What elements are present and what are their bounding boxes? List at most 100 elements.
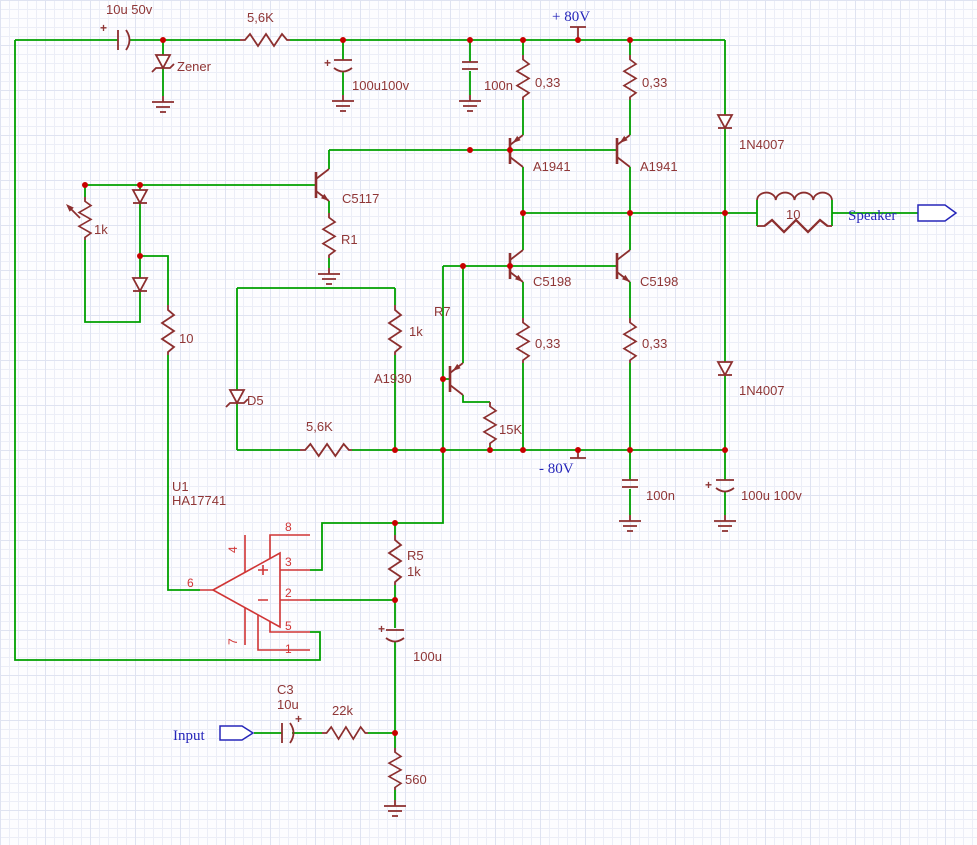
cap-input-10u50v[interactable]	[117, 29, 131, 51]
label-res-033-tl: 0,33	[535, 75, 560, 90]
label-r15k: 15K	[499, 422, 522, 437]
label-vplus: + 80V	[552, 9, 590, 25]
resistor-22k[interactable]	[321, 726, 369, 740]
label-neg-cap-large: 100u 100v	[741, 488, 802, 503]
resistor-15k[interactable]	[483, 401, 497, 447]
label-fb-cap: 100u	[413, 649, 442, 664]
label-r-mid-val: 1k	[409, 324, 423, 339]
label-r-mid-ref: R7	[434, 304, 451, 319]
plus-neg-cap: +	[705, 478, 712, 492]
label-r5-val: 1k	[407, 564, 421, 579]
cap-100u100v-bottom[interactable]	[715, 479, 735, 493]
transistor-a1930[interactable]	[450, 363, 463, 395]
label-r1: R1	[341, 232, 358, 247]
label-filter-cap-large: 100u100v	[352, 78, 410, 93]
transistor-c5117[interactable]	[316, 169, 329, 201]
label-a1930: A1930	[374, 371, 412, 386]
label-speaker: Speaker	[848, 208, 896, 224]
ground-560	[383, 799, 407, 817]
cap-100n-top[interactable]	[461, 61, 479, 70]
plus-input-cap: +	[100, 21, 107, 35]
resistor-r5[interactable]	[388, 534, 402, 586]
label-r5-ref: R5	[407, 548, 424, 563]
label-a1941-right: A1941	[640, 159, 678, 174]
label-zener: Zener	[177, 59, 212, 74]
zener-diode[interactable]	[151, 54, 175, 73]
plus-fb-cap: +	[378, 622, 385, 636]
label-pin1: 1	[285, 642, 292, 656]
plus-filter-cap: +	[324, 56, 331, 70]
label-1n4007-top: 1N4007	[739, 137, 785, 152]
opamp-plus-minus	[258, 565, 268, 601]
ground-cap100n	[458, 94, 482, 112]
transistor-a1941-right[interactable]	[617, 135, 630, 167]
cap-100u100v-top	[333, 59, 353, 73]
resistor-10-left[interactable]	[161, 304, 175, 356]
label-r22k: 22k	[332, 703, 353, 718]
input-port[interactable]	[219, 725, 255, 741]
label-r56k-mid: 5,6K	[306, 419, 333, 434]
label-vminus: - 80V	[539, 461, 574, 477]
diode-1n4007-top[interactable]	[717, 114, 733, 129]
label-a1941-left: A1941	[533, 159, 571, 174]
opamp-triangle[interactable]	[211, 551, 281, 629]
resistor-5-6k-top[interactable]	[239, 33, 291, 47]
speaker-port[interactable]	[917, 204, 958, 222]
ground-zener	[151, 95, 175, 113]
output-inductor[interactable]	[756, 191, 833, 201]
label-c5117: C5117	[342, 191, 379, 206]
label-pot: 1k	[94, 222, 108, 237]
potentiometer-1k[interactable]	[78, 196, 92, 241]
opamp-pin-leads	[200, 534, 310, 651]
label-output-network: 10	[786, 207, 800, 222]
label-c3-val: 10u	[277, 697, 299, 712]
label-1n4007-bottom: 1N4007	[739, 383, 785, 398]
label-c5198-left: C5198	[533, 274, 571, 289]
diode-d5[interactable]	[225, 389, 249, 408]
label-pin4: 4	[226, 546, 240, 553]
resistor-0-33-bottom-right[interactable]	[623, 317, 637, 364]
cap-c3-10u[interactable]	[281, 722, 295, 744]
transistor-c5198-right[interactable]	[617, 250, 630, 282]
resistor-1k-mid[interactable]	[388, 304, 402, 356]
label-pin5: 5	[285, 619, 292, 633]
ground-cap100u	[331, 94, 355, 112]
resistor-560[interactable]	[388, 747, 402, 791]
label-c3-ref: C3	[277, 682, 294, 697]
resistor-0-33-bottom-left[interactable]	[516, 317, 530, 364]
label-u1-ref: U1	[172, 479, 189, 494]
resistor-0-33-top-left[interactable]	[516, 54, 530, 101]
resistor-r1[interactable]	[322, 212, 336, 259]
cap-feedback-100u[interactable]	[385, 629, 405, 643]
label-pin6: 6	[187, 576, 194, 590]
cap-100n-bottom[interactable]	[621, 479, 639, 488]
ground-100n-bottom	[618, 514, 642, 532]
label-u1-part: HA17741	[172, 493, 226, 508]
label-res-033-tr: 0,33	[642, 75, 667, 90]
label-pin2: 2	[285, 586, 292, 600]
label-series-resistor: 5,6K	[247, 10, 274, 25]
label-neg-cap-small: 100n	[646, 488, 675, 503]
label-res-033-bl: 0,33	[535, 336, 560, 351]
resistor-5-6k-mid[interactable]	[299, 443, 353, 457]
bias-diode-2[interactable]	[132, 277, 148, 292]
label-res-033-br: 0,33	[642, 336, 667, 351]
diode-1n4007-bottom[interactable]	[717, 361, 733, 376]
bias-diode-1[interactable]	[132, 189, 148, 204]
label-pin8: 8	[285, 520, 292, 534]
label-pin3: 3	[285, 555, 292, 569]
label-input-port: Input	[173, 728, 205, 744]
resistor-0-33-top-right[interactable]	[623, 54, 637, 101]
label-d5: D5	[247, 393, 264, 408]
label-input-cap: 10u 50v	[106, 2, 153, 17]
label-filter-cap-small: 100n	[484, 78, 513, 93]
ground-100u-bottom	[713, 514, 737, 532]
label-r560: 560	[405, 772, 427, 787]
plus-c3: +	[295, 712, 302, 726]
label-pin7: 7	[226, 638, 240, 645]
junction-dots	[82, 37, 728, 736]
pot-wiper-arrow[interactable]	[66, 204, 81, 219]
opamp-ha17741[interactable]	[200, 534, 310, 651]
